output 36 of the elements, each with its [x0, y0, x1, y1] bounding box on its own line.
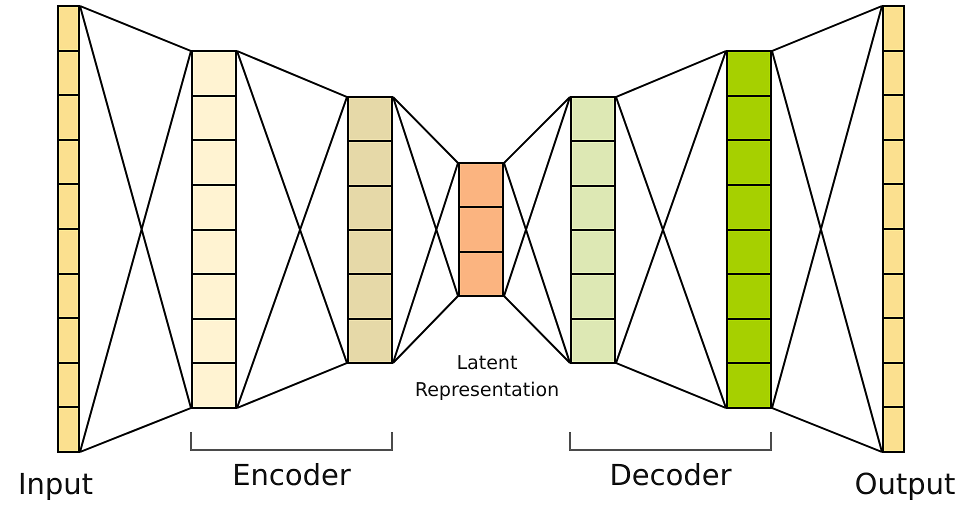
connection-line: [771, 50, 883, 452]
connection-line: [503, 295, 571, 364]
connection-line: [236, 362, 348, 409]
layer-bar: [726, 50, 772, 409]
connection-line: [236, 96, 348, 408]
connection-line: [616, 50, 726, 98]
connection-line: [772, 5, 882, 52]
layer-bar: [191, 50, 237, 409]
connection-line: [503, 96, 571, 296]
layer-bar: [882, 5, 905, 453]
layer-caption: Input: [16, 467, 94, 501]
connection-line: [236, 50, 348, 98]
connection-line: [503, 96, 571, 164]
connection-line: [392, 162, 459, 364]
connection-line: [392, 295, 459, 364]
connection-line: [772, 407, 882, 453]
connection-line: [80, 5, 192, 52]
connection-line: [616, 362, 726, 409]
connection-line: [392, 96, 459, 164]
connection-line: [79, 6, 192, 408]
connection-line: [503, 162, 571, 364]
connection-line: [615, 50, 727, 364]
connection-line: [79, 50, 192, 452]
layer-bar: [458, 162, 504, 297]
section-label: Encoder: [231, 458, 352, 492]
layer-bar: [57, 5, 80, 453]
layer-bar: [570, 96, 616, 364]
layer-caption: Latent Representation: [414, 351, 560, 403]
layer-caption: Output: [854, 467, 956, 501]
connection-line: [236, 50, 348, 364]
connection-line: [615, 96, 727, 408]
connection-line: [392, 96, 459, 296]
layer-bar: [347, 96, 393, 364]
connection-line: [80, 407, 192, 453]
section-label: Decoder: [608, 458, 733, 492]
connection-line: [771, 6, 883, 408]
